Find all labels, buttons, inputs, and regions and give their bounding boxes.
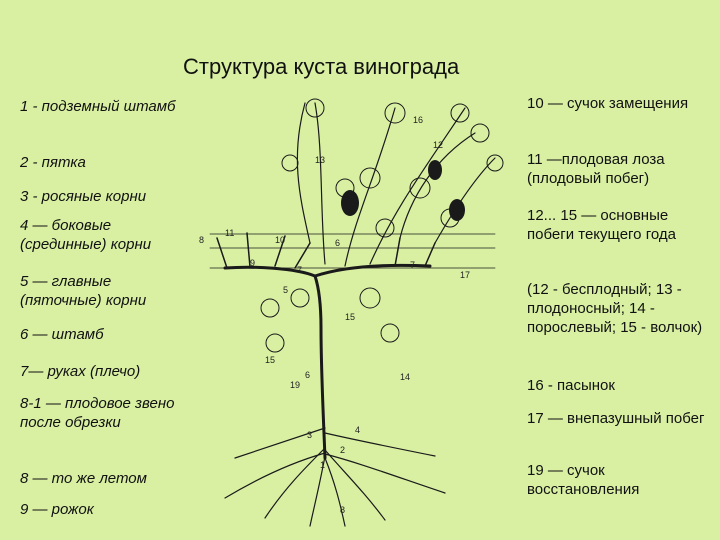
legend-item-2: 2 - пятка <box>20 154 86 171</box>
diagram-number: 6 <box>305 370 310 380</box>
legend-item-5: 5 — главные (пяточные) корни <box>20 273 147 309</box>
legend-item-6: 6 — штамб <box>20 326 104 343</box>
root <box>309 455 326 527</box>
legend-item-4: 4 — боковые (срединные) корни <box>20 217 152 253</box>
diagram-number: 3 <box>307 430 312 440</box>
diagram-number: 1 <box>320 460 325 470</box>
shoot <box>369 107 466 265</box>
legend-item-shoot-types: (12 - бесплодный; 13 - плодоносный; 14 -… <box>527 281 703 336</box>
legend-item-3: 3 - росяные корни <box>20 188 147 205</box>
grape-clusters <box>341 160 465 221</box>
shoot <box>296 102 311 244</box>
diagram-number: 15 <box>345 312 355 322</box>
spur <box>294 242 311 269</box>
diagram-number: 9 <box>250 258 255 268</box>
shoot <box>314 102 326 265</box>
leaf <box>450 103 470 123</box>
diagram-number: 8 <box>340 505 345 515</box>
diagram-number: 10 <box>275 235 285 245</box>
leaves <box>260 98 504 353</box>
roots <box>224 427 446 527</box>
leaf <box>359 167 381 189</box>
diagram-number: 7 <box>297 265 302 275</box>
legend-item-10: 10 — сучок замещения <box>527 95 689 112</box>
diagram-number: 19 <box>290 380 300 390</box>
diagram-number: 4 <box>355 425 360 435</box>
root <box>234 427 326 459</box>
shoots <box>296 102 496 267</box>
grape-cluster <box>341 190 359 216</box>
spurs <box>216 232 436 269</box>
trunk <box>223 263 432 460</box>
legend-item-19: 19 — сучок восстановления <box>527 462 640 498</box>
leaf <box>265 333 285 353</box>
diagram-number: 13 <box>315 155 325 165</box>
legend-item-8-1: 8-1 — плодовое звено после обрезки <box>20 395 175 431</box>
legend-item-8: 8 — то же летом <box>20 470 147 487</box>
shoot <box>434 157 496 244</box>
grape-cluster <box>428 160 442 180</box>
legend-item-9: 9 — рожок <box>20 501 94 518</box>
leaf <box>305 98 325 118</box>
spur <box>394 237 401 267</box>
leaf <box>409 177 431 199</box>
diagram-number: 17 <box>460 270 470 280</box>
page-title: Структура куста винограда <box>183 54 460 79</box>
diagram-number: 16 <box>413 115 423 125</box>
legend-item-11: 11 —плодовая лоза (плодовый побег) <box>527 151 665 187</box>
root <box>264 447 326 519</box>
shoot <box>344 107 396 267</box>
spur <box>246 232 251 268</box>
leaf <box>359 287 381 309</box>
root <box>324 457 346 527</box>
left-arm <box>223 265 317 278</box>
right-arm <box>313 263 432 278</box>
diagram-number: 15 <box>265 355 275 365</box>
leaf <box>375 218 395 238</box>
leaf <box>384 102 406 124</box>
spur <box>424 242 436 267</box>
leaf <box>470 123 490 143</box>
diagram-numbers: 8 11 10 6 13 16 12 9 7 5 6 7 17 15 15 19… <box>199 115 470 515</box>
root <box>324 453 446 494</box>
diagram-number: 12 <box>433 140 443 150</box>
root <box>224 452 326 499</box>
diagram-number: 11 <box>225 228 234 238</box>
legend-item-7: 7— рукаx (плечо) <box>20 363 141 380</box>
leaf <box>486 154 504 172</box>
diagram-number: 14 <box>400 372 410 382</box>
grape-cluster <box>449 199 465 221</box>
legend-item-12-15: 12... 15 — основные побеги текущего года <box>527 207 676 243</box>
diagram-number: 7 <box>410 260 415 270</box>
trunk-stem <box>313 274 327 460</box>
leaf <box>260 298 280 318</box>
root <box>324 449 386 521</box>
leaf <box>380 323 400 343</box>
root <box>324 432 436 457</box>
grapevine-bush-illustration: 8 11 10 6 13 16 12 9 7 5 6 7 17 15 15 19… <box>199 98 504 527</box>
diagram-number: 2 <box>340 445 345 455</box>
diagram-number: 6 <box>335 238 340 248</box>
diagram-number: 5 <box>283 285 288 295</box>
legend-item-1: 1 - подземный штамб <box>20 98 176 115</box>
spur <box>274 235 286 267</box>
legend-item-17: 17 — внепазушный побег <box>527 410 705 427</box>
diagram-number: 8 <box>199 235 204 245</box>
spur <box>216 237 228 269</box>
leaf <box>281 154 299 172</box>
legend-item-16: 16 - пасынок <box>527 377 615 394</box>
leaf <box>290 288 310 308</box>
